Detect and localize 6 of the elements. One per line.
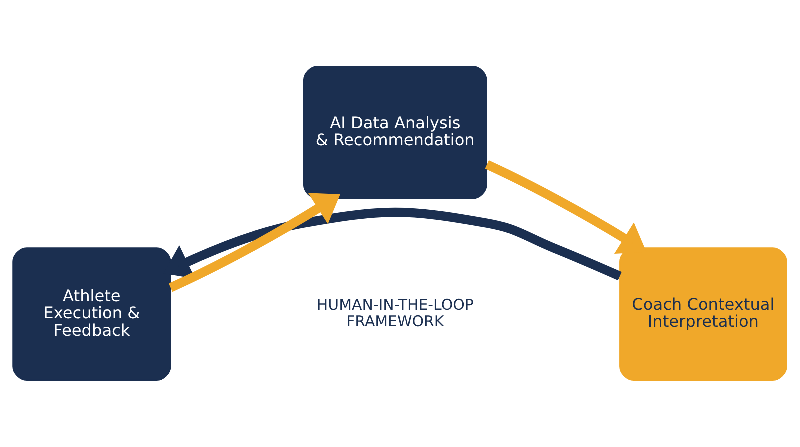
arrow bbox=[168, 193, 340, 292]
node-box: Athlete Execution & Feedback bbox=[12, 248, 172, 381]
node-box: Coach Contextual Interpretation bbox=[620, 248, 788, 381]
arrow bbox=[485, 160, 647, 254]
label: HUMAN-IN-THE-LOOP FRAMEWORK bbox=[316, 296, 474, 330]
node-box: AI Data Analysis & Recommendation bbox=[303, 66, 488, 200]
